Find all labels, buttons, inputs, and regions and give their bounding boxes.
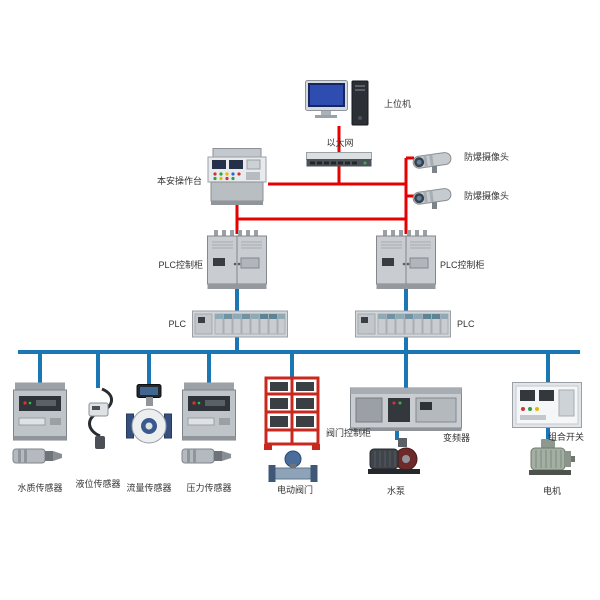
- camera-icon: [412, 188, 452, 209]
- pressure-sensor: [181, 382, 237, 468]
- host-computer: [305, 80, 369, 130]
- network-lines: [235, 126, 414, 234]
- water-pump-icon: [368, 438, 420, 474]
- vfd-cabinet: [350, 386, 462, 432]
- water-quality-sensor-icon: [12, 382, 67, 464]
- label-flow-sensor: 流量传感器: [126, 483, 172, 493]
- label-water-quality-sensor: 水质传感器: [17, 483, 63, 493]
- label-combination-switch: 组合开关: [548, 432, 585, 442]
- electric-valve: [268, 450, 318, 482]
- label-level-sensor: 液位传感器: [75, 479, 121, 489]
- combination-switch-cabinet: [512, 382, 582, 430]
- plc-rack-icon: [355, 310, 451, 338]
- label-pump: 水泵: [386, 486, 406, 496]
- label-plc-cabinet-right: PLC控制柜: [440, 260, 485, 270]
- electric-valve-icon: [268, 450, 318, 482]
- level-sensor: [76, 386, 120, 452]
- label-console: 本安操作台: [156, 176, 202, 186]
- pressure-sensor-icon: [181, 382, 236, 464]
- label-camera-bottom: 防爆摄像头: [464, 191, 510, 201]
- safe-operation-console-icon: [207, 148, 267, 205]
- label-ethernet: 以太网: [326, 138, 354, 148]
- ethernet-switch-icon: [306, 152, 372, 167]
- label-camera-top: 防爆摄像头: [464, 152, 510, 162]
- motor-icon: [529, 439, 575, 475]
- valve-control-cabinet: [262, 376, 322, 452]
- vfd-cabinet-icon: [350, 387, 462, 431]
- label-plc-left: PLC: [168, 319, 186, 329]
- plc-cabinet-left: [207, 230, 267, 290]
- flow-sensor-icon: [126, 384, 172, 444]
- explosion-proof-camera-top: [410, 146, 460, 174]
- explosion-proof-camera-bottom: [410, 182, 460, 210]
- label-pressure-sensor: 压力传感器: [186, 483, 232, 493]
- level-sensor-icon: [88, 387, 113, 449]
- plc-cabinet-icon: [376, 230, 436, 289]
- label-plc-right: PLC: [457, 319, 475, 329]
- safe-operation-console: [206, 148, 268, 206]
- label-electric-valve: 电动阀门: [276, 485, 314, 495]
- valve-control-cabinet-icon: [264, 376, 320, 450]
- plc-rack-left: [192, 307, 288, 341]
- plc-cabinet-right: [376, 230, 436, 290]
- water-quality-sensor: [12, 382, 68, 468]
- label-host: 上位机: [384, 99, 412, 109]
- motor: [526, 438, 576, 478]
- camera-icon: [412, 152, 452, 173]
- host-computer-icon: [305, 80, 369, 126]
- label-valve-control-cabinet: 阀门控制柜: [326, 428, 372, 438]
- plc-cabinet-icon: [207, 230, 267, 289]
- label-motor: 电机: [542, 486, 562, 496]
- label-vfd: 变频器: [443, 433, 471, 443]
- plc-rack-right: [355, 307, 451, 341]
- label-plc-cabinet-left: PLC控制柜: [158, 260, 203, 270]
- combination-switch-icon: [512, 382, 582, 428]
- water-pump: [368, 436, 422, 480]
- plc-rack-icon: [192, 310, 288, 338]
- flow-sensor: [126, 384, 172, 456]
- ethernet-switch: [306, 152, 372, 167]
